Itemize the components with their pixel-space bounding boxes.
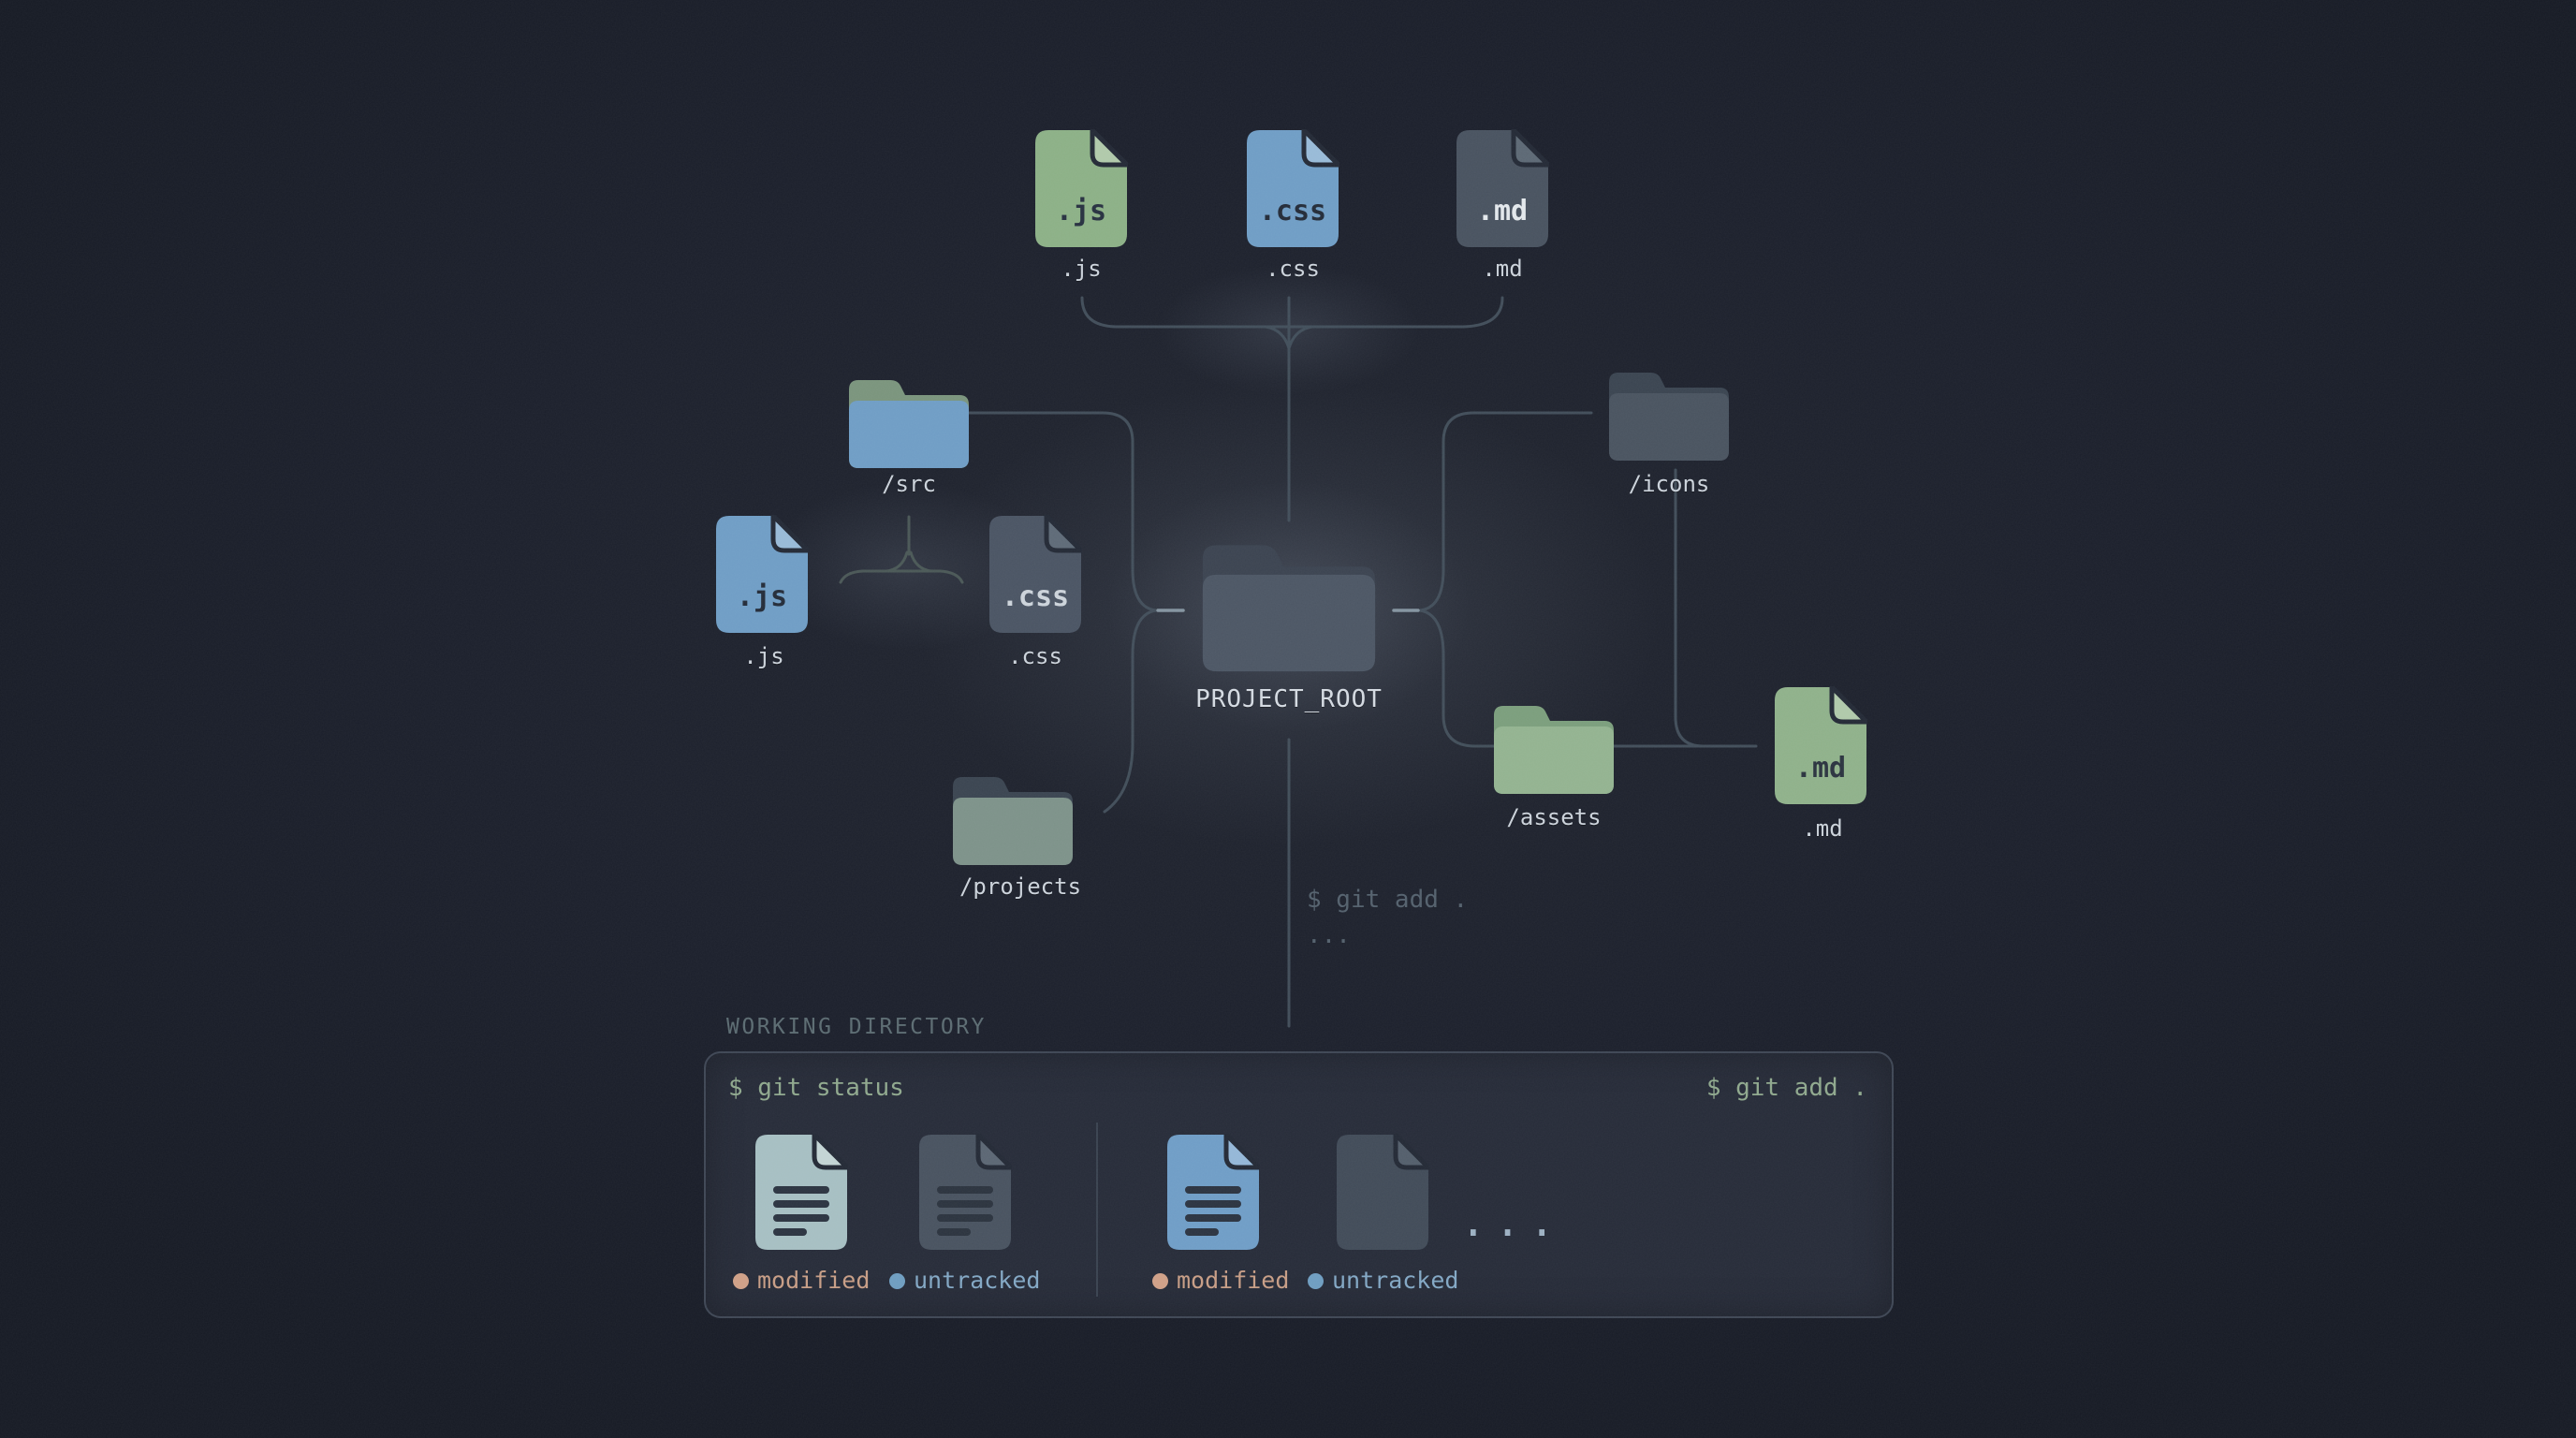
folder-front — [1202, 574, 1376, 672]
modified-dot-icon — [733, 1272, 749, 1289]
file-fold — [770, 513, 811, 553]
top-js-label: .js — [1061, 256, 1102, 282]
project-root-folder-icon — [1202, 545, 1376, 672]
untracked-document-node — [918, 1132, 1014, 1255]
file-body — [716, 516, 808, 633]
file-fold — [1223, 1132, 1262, 1170]
file-fold — [812, 1132, 850, 1170]
file-extension-text: .md — [1477, 195, 1528, 227]
assets-folder-label: /assets — [1506, 804, 1602, 830]
more-files-ellipsis: ... — [1460, 1196, 1564, 1246]
modified-document-node — [1166, 1132, 1262, 1255]
panel-divider — [1096, 1123, 1098, 1297]
projects-folder-label: /projects — [959, 873, 1082, 900]
file-body — [989, 516, 1081, 633]
css-file-icon: .css — [1247, 127, 1341, 247]
untracked-dot-icon — [889, 1272, 905, 1289]
working-directory-panel: $ git status $ git add . — [704, 1051, 1894, 1318]
file-fold — [1044, 513, 1084, 553]
projects-folder-node — [951, 768, 1075, 871]
folder-front — [1494, 726, 1614, 794]
status-untracked: untracked — [1308, 1268, 1458, 1294]
icons-folder-label: /icons — [1628, 471, 1710, 497]
md-file-icon: .md — [1456, 127, 1551, 247]
file-extension-text: .js — [737, 580, 787, 613]
git-add-command: $ git add . — [1705, 1074, 1867, 1102]
status-label: modified — [1177, 1267, 1290, 1294]
folder-icon — [849, 380, 969, 468]
icons-drop-connector — [1674, 468, 1705, 748]
file-extension-text: .css — [1259, 195, 1326, 227]
file-fold — [1829, 684, 1869, 725]
status-label: modified — [757, 1267, 871, 1294]
top-js-file-node: .js — [1034, 127, 1130, 252]
file-fold — [1511, 127, 1551, 168]
flow-git-add-command: $ git add . — [1307, 886, 1469, 914]
untracked-document-icon — [919, 1132, 1014, 1250]
src-folder-label: /src — [882, 471, 936, 497]
folder-front — [1609, 393, 1729, 461]
file-body — [1247, 130, 1339, 247]
status-modified: modified — [1152, 1268, 1289, 1294]
folder-front — [953, 798, 1073, 865]
folder-front — [849, 401, 969, 468]
status-modified: modified — [733, 1268, 870, 1294]
modified-document-icon — [755, 1132, 850, 1250]
untracked-document-icon — [1337, 1132, 1431, 1250]
js-file-icon: .js — [716, 513, 811, 633]
status-label: untracked — [914, 1267, 1041, 1294]
modified-document-node — [754, 1132, 850, 1255]
right-md-label: .md — [1802, 815, 1843, 842]
project-root-label: PROJECT_ROOT — [1195, 685, 1383, 713]
md-file-icon: .md — [1775, 684, 1869, 804]
status-label: untracked — [1332, 1267, 1459, 1294]
folder-icon — [1609, 373, 1729, 461]
file-fold — [1393, 1132, 1431, 1170]
src-js-label: .js — [743, 643, 784, 669]
right-md-file-node: .md — [1774, 684, 1869, 809]
file-fold — [1301, 127, 1341, 168]
folder-icon — [953, 777, 1073, 865]
src-css-file-node: .css — [988, 513, 1084, 638]
working-directory-title: WORKING DIRECTORY — [726, 1015, 987, 1039]
src-folder-node — [847, 371, 971, 474]
status-untracked: untracked — [889, 1268, 1040, 1294]
file-fold — [975, 1132, 1014, 1170]
top-css-file-node: .css — [1246, 127, 1341, 252]
untracked-document-node — [1336, 1132, 1431, 1255]
modified-dot-icon — [1152, 1272, 1168, 1289]
modified-document-icon — [1167, 1132, 1262, 1250]
file-body — [1456, 130, 1548, 247]
flow-ellipsis: ... — [1307, 921, 1351, 949]
file-body — [1035, 130, 1127, 247]
js-file-icon: .js — [1035, 127, 1130, 247]
untracked-dot-icon — [1308, 1272, 1324, 1289]
file-extension-text: .md — [1795, 752, 1846, 785]
folder-icon — [1494, 706, 1614, 794]
project-root-folder-node — [1200, 532, 1378, 678]
file-fold — [1090, 127, 1130, 168]
icons-folder-node — [1607, 363, 1731, 466]
top-md-file-node: .md — [1456, 127, 1551, 252]
git-status-command: $ git status — [728, 1074, 904, 1102]
top-css-label: .css — [1266, 256, 1320, 282]
assets-folder-node — [1492, 697, 1616, 800]
top-md-label: .md — [1482, 256, 1523, 282]
file-body — [1775, 687, 1866, 804]
file-extension-text: .js — [1056, 195, 1106, 227]
src-css-label: .css — [1008, 643, 1062, 669]
file-extension-text: .css — [1002, 580, 1069, 613]
src-js-file-node: .js — [715, 513, 811, 638]
css-file-icon: .css — [989, 513, 1084, 633]
